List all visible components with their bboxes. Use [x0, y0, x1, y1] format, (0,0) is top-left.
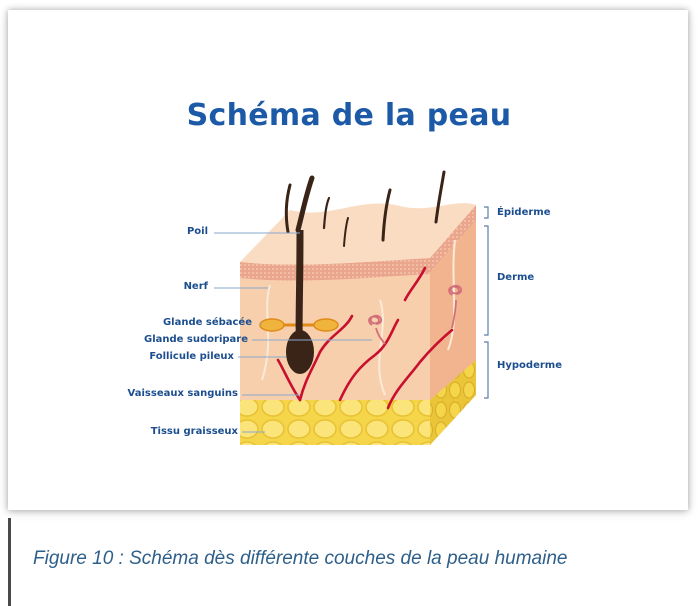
figure-caption: Figure 10 : Schéma dès différente couche… [33, 546, 633, 572]
label-glande-sebacee: Glande sébacée [90, 317, 252, 328]
label-poil: Poil [150, 226, 208, 237]
label-follicule-pileux: Follicule pileux [90, 351, 234, 362]
label-derme: Derme [497, 272, 534, 283]
skin-diagram [0, 0, 698, 520]
label-vaisseaux-sanguins: Vaisseaux sanguins [60, 388, 238, 399]
label-glande-sudoripare: Glande sudoripare [90, 334, 248, 345]
label-tissu-graisseux: Tissu graisseux [90, 426, 238, 437]
caption-bar [8, 518, 11, 606]
label-nerf: Nerf [150, 281, 208, 292]
layer-brackets [484, 207, 488, 398]
label-hypoderme: Hypoderme [497, 360, 562, 371]
label-epiderme: Épiderme [497, 207, 551, 218]
